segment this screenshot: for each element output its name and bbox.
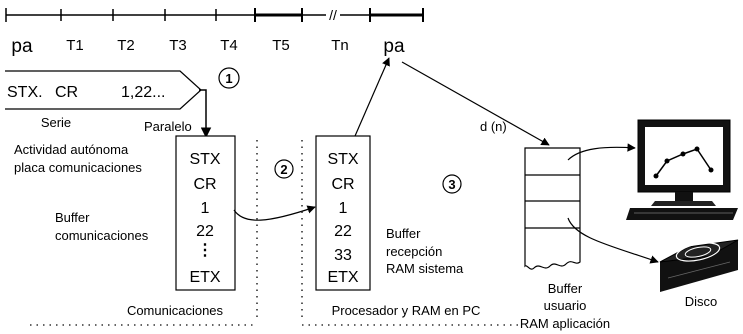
comm-cell-cr: CR (193, 176, 216, 193)
pc-buffer-label-line2: recepción (386, 244, 442, 259)
timeline-label-pa: pa (11, 36, 33, 57)
pc-ram: STX CR 1 22 33 ETX Buffer recepción RAM … (315, 135, 481, 318)
pc-cell-1: 1 (339, 200, 348, 217)
activity-label-line2: placa comunicaciones (14, 160, 142, 175)
pc-cell-stx: STX (327, 151, 358, 168)
comm-cell-22: 22 (196, 223, 214, 240)
buffer-to-monitor-arrow (567, 143, 636, 161)
pc-caption: Procesador y RAM en PC (332, 303, 481, 318)
dotted-separators (30, 140, 520, 326)
user-buffer-caption-line3: RAM aplicación (520, 316, 610, 331)
comm-board: Actividad autónoma placa comunicaciones … (14, 135, 236, 318)
comm-cell-1: 1 (201, 200, 210, 217)
serial-input: STX. CR 1,22... Serie Paralelo (5, 70, 212, 139)
step-2-marker: 2 (274, 159, 294, 179)
serial-field-cr: CR (55, 84, 78, 101)
svg-text:1: 1 (225, 71, 232, 86)
svg-text:2: 2 (280, 162, 287, 177)
timeline-label-tn: Tn (331, 37, 349, 54)
comm-cell-ellipsis: ⋮ (197, 242, 213, 259)
transfer-size-label: d (n) (480, 119, 507, 134)
timeline-label-t3: T3 (169, 37, 187, 54)
timeline-label-t5: T5 (272, 37, 290, 54)
comm-cell-stx: STX (189, 151, 220, 168)
pc-cell-33: 33 (334, 247, 352, 264)
step-1-marker: 1 (218, 67, 240, 89)
activity-label-line1: Actividad autónoma (14, 142, 129, 157)
pc-buffer-label-line1: Buffer (386, 226, 421, 241)
pc-buffer-box (315, 135, 371, 291)
serial-field-data: 1,22... (121, 84, 165, 101)
pa-to-user-buffer-arrow (401, 61, 550, 146)
comm-cell-etx: ETX (189, 269, 220, 286)
pc-buffer-label-line3: RAM sistema (386, 261, 464, 276)
pc-cell-etx: ETX (327, 269, 358, 286)
user-buffer-box (524, 147, 581, 270)
monitor-icon (626, 119, 738, 220)
pc-cell-22: 22 (334, 223, 352, 240)
serial-caption: Serie (41, 115, 71, 130)
parallel-label: Paralelo (144, 119, 192, 134)
user-buffer: Buffer usuario RAM aplicación (520, 147, 610, 331)
serial-field-stx: STX. (7, 84, 43, 101)
timeline-label-t4: T4 (220, 37, 238, 54)
timeline-label-pa-end: pa (383, 36, 405, 57)
comm-buffer-box (175, 135, 236, 291)
pc-to-timeline-arrow (354, 57, 390, 137)
disk-icon: Disco (659, 239, 739, 309)
break-mark: // (329, 7, 337, 23)
user-buffer-caption-line2: usuario (544, 298, 587, 313)
buffer-to-disk-arrow (567, 217, 659, 264)
user-buffer-caption-line1: Buffer (548, 281, 583, 296)
step-3-marker: 3 (442, 174, 462, 194)
disk-caption: Disco (685, 294, 718, 309)
timeline-label-t2: T2 (117, 37, 135, 54)
comm-caption: Comunicaciones (127, 303, 224, 318)
timeline-label-t1: T1 (66, 37, 84, 54)
timeline: // pa T1 T2 T3 T4 T5 Tn pa (5, 7, 424, 57)
pc-cell-cr: CR (331, 176, 354, 193)
comm-buffer-label-line1: Buffer (55, 210, 90, 225)
transfer-arrow (233, 205, 316, 221)
comm-buffer-label-line2: comunicaciones (55, 228, 149, 243)
svg-text:3: 3 (448, 177, 455, 192)
